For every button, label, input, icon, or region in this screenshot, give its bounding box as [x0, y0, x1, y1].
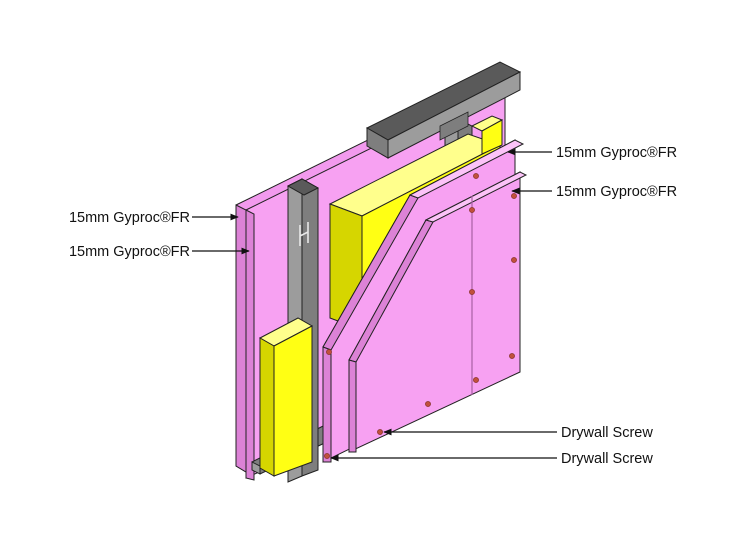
drywall-screws: [324, 173, 517, 459]
label-right-outer-board: 15mm Gyproc®FR: [556, 145, 677, 161]
head-track: [365, 61, 522, 159]
label-right-inner-board: 15mm Gyproc®FR: [556, 184, 677, 200]
leader-lines: [192, 148, 557, 462]
label-drywall-screw-upper: Drywall Screw: [561, 425, 653, 441]
label-left-inner-board: 15mm Gyproc®FR: [69, 244, 190, 260]
label-drywall-screw-lower: Drywall Screw: [561, 451, 653, 467]
label-left-outer-board: 15mm Gyproc®FR: [69, 210, 190, 226]
insulation-slab-top-corner: [470, 115, 504, 155]
insulation-slab-front: [258, 317, 314, 477]
